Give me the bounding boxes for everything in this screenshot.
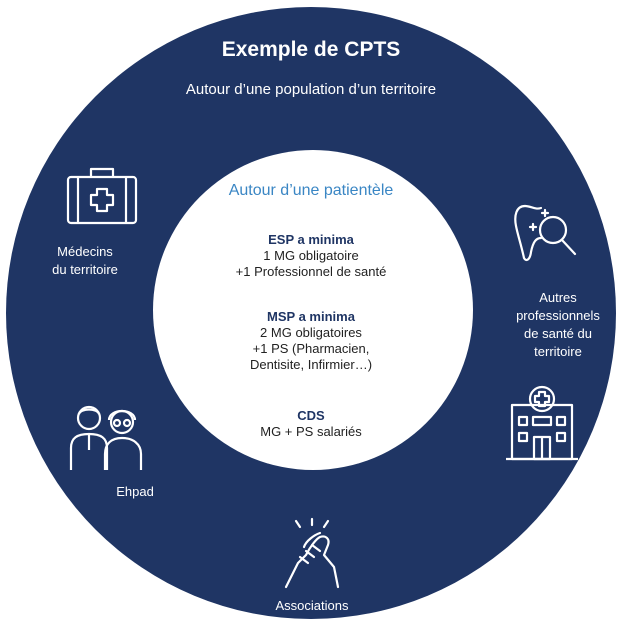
- msp-line: +1 PS (Pharmacien,: [252, 341, 370, 356]
- medecins-label: Médecins du territoire: [30, 243, 140, 279]
- elderly-couple-icon: [67, 400, 147, 472]
- autres-line: Autres: [539, 290, 577, 305]
- ehpad-label: Ehpad: [116, 484, 154, 499]
- medecins-line: du territoire: [52, 262, 118, 277]
- esp-block: ESP a minima 1 MG obligatoire +1 Profess…: [180, 232, 442, 280]
- autres-label: Autres professionnels de santé du territ…: [495, 289, 621, 361]
- associations-label: Associations: [275, 598, 349, 613]
- autres-line: professionnels: [516, 308, 600, 323]
- autres-line: territoire: [534, 344, 582, 359]
- inner-title: Autour d’une patientèle: [228, 182, 394, 199]
- esp-line: 1 MG obligatoire: [263, 248, 359, 263]
- esp-line: +1 Professionnel de santé: [235, 264, 387, 279]
- cds-block: CDS MG + PS salariés: [180, 408, 442, 440]
- cds-line: MG + PS salariés: [260, 424, 362, 439]
- msp-line: 2 MG obligatoires: [260, 325, 362, 340]
- diagram-subtitle: Autour d’une population d’un territoire: [185, 81, 437, 98]
- inner-circle: [153, 150, 473, 470]
- handshake-icon: [280, 517, 344, 591]
- diagram-title: Exemple de CPTS: [221, 38, 401, 61]
- msp-heading: MSP a minima: [267, 309, 355, 324]
- medecins-line: Médecins: [57, 244, 113, 259]
- dentist-icon: [511, 200, 587, 264]
- autres-line: de santé du: [524, 326, 592, 341]
- medical-bag-icon: [65, 163, 139, 227]
- msp-line: Dentisite, Infirmier…): [249, 357, 373, 372]
- esp-heading: ESP a minima: [268, 232, 354, 247]
- hospital-icon: [502, 383, 582, 463]
- msp-block: MSP a minima 2 MG obligatoires +1 PS (Ph…: [180, 309, 442, 373]
- cds-heading: CDS: [297, 408, 325, 423]
